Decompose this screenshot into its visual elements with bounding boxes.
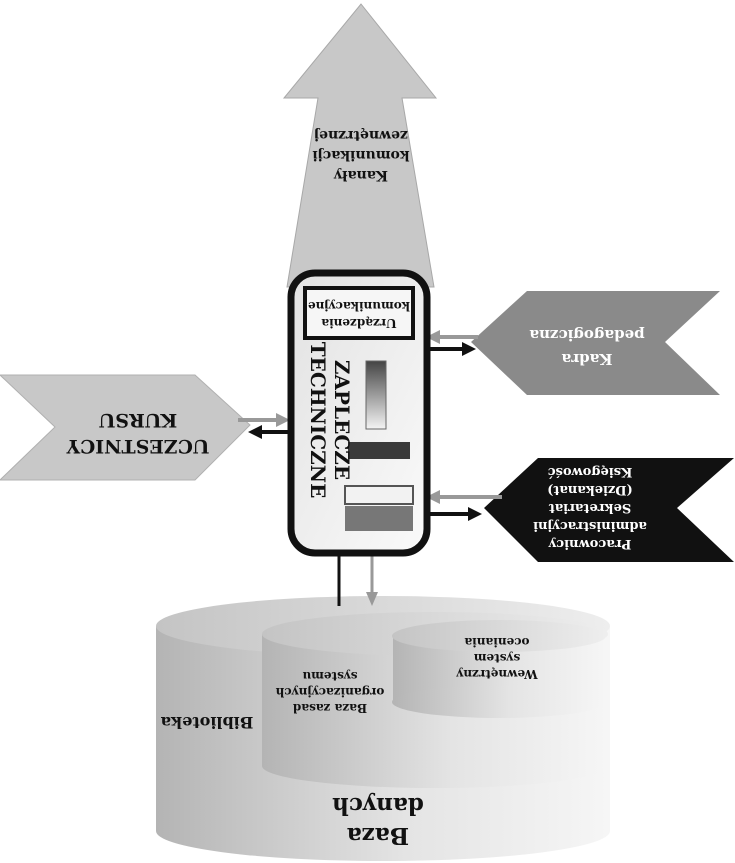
top-arrow-label: Kanały komunikacji zewnętrznej [312, 127, 409, 183]
db-outer-bottom [156, 801, 610, 861]
connector-rt-out-head [462, 342, 476, 356]
gradient-indicator [365, 360, 387, 430]
right-bottom-arrow-shape [484, 458, 734, 562]
right-top-arrow-label: Kadra pedagogiczna [529, 326, 644, 368]
center-box [287, 269, 431, 557]
connector-rt-in-head [426, 330, 440, 344]
top-arrow-line-3: zewnętrznej [314, 127, 408, 143]
device-panel [303, 286, 415, 340]
dark-bar [348, 442, 410, 459]
right-bottom-line-1: Pracownicy [548, 536, 631, 551]
device-line-1: Urządzenia [321, 316, 397, 330]
db-inner-line-3: oceniania [464, 635, 529, 649]
db-middle-line-2: organizacyjnych [275, 685, 384, 699]
db-outer-line-1: Baza [347, 822, 409, 849]
library-label: Biblioteka [161, 713, 254, 732]
db-inner-line-2: system [474, 651, 521, 665]
db-outer-line-2: danych [332, 792, 424, 819]
connector-rb-in-head [426, 490, 440, 504]
top-arrow-shape [282, 3, 438, 288]
right-bottom-arrow-label: Pracownicy administracyjni Sekretariat (… [533, 464, 647, 551]
db-inner-bottom [392, 686, 606, 718]
connector-left-out-head [248, 425, 262, 439]
right-bottom-line-2: administracyjni [533, 518, 647, 533]
db-middle-label: Baza zasad organizacyjnych systemu [275, 669, 384, 715]
right-bottom-line-5: Księgowość [548, 464, 633, 479]
center-box-title: ZAPLECZE TECHNICZNE [306, 342, 354, 499]
connector-rb-out-head [468, 507, 482, 521]
left-arrow-line-2: KURSU [98, 409, 177, 431]
connector-left-in-head [276, 413, 290, 427]
db-middle-bottom [262, 744, 608, 788]
database-cylinders [156, 596, 610, 861]
right-bottom-line-3: Sekretariat [549, 500, 631, 515]
light-bar [344, 485, 414, 505]
db-inner-top [392, 620, 606, 652]
connector-db-out-head [366, 592, 378, 606]
db-inner-label: Wewnętrzny system oceniania [455, 635, 538, 681]
right-top-line-1: Kadra [561, 350, 612, 368]
device-line-2: komunikacyjne [308, 299, 410, 313]
right-top-arrow-shape [471, 291, 720, 395]
library-text: Biblioteka [161, 713, 254, 732]
top-arrow-line-2: komunikacji [312, 147, 409, 163]
device-label: Urządzenia komunikacyjne [308, 299, 410, 330]
db-middle-line-3: systemu [302, 669, 357, 683]
grey-bar [345, 506, 413, 531]
left-arrow-line-1: UCZESTNICY [66, 435, 209, 457]
left-arrow-label: UCZESTNICY KURSU [66, 409, 209, 457]
center-title-line-2: TECHNICZNE [306, 342, 330, 499]
top-arrow-line-1: Kanały [333, 167, 388, 183]
right-bottom-line-4: (Dziekanat) [547, 482, 632, 497]
right-top-line-2: pedagogiczna [529, 326, 644, 344]
center-title-line-1: ZAPLECZE [330, 360, 354, 480]
left-arrow-shape [0, 374, 251, 481]
db-inner-line-1: Wewnętrzny [455, 667, 538, 681]
db-outer-label: Baza danych [332, 792, 424, 849]
db-middle-line-1: Baza zasad [292, 701, 367, 715]
